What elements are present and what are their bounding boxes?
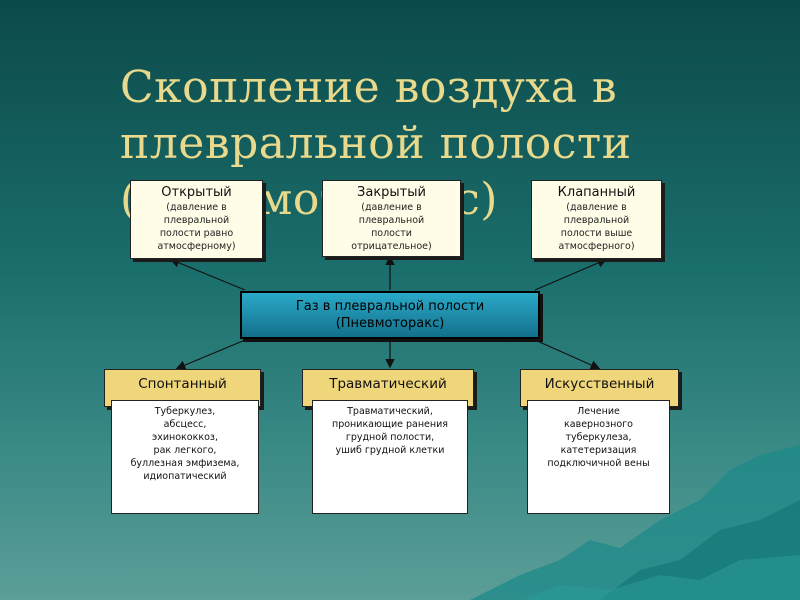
cause-item: идиопатический <box>143 471 227 482</box>
arrow-to-valve <box>534 258 608 291</box>
cause-item: туберкулеза, <box>565 432 632 443</box>
cause-item: абсцесс, <box>163 419 207 430</box>
cause-item: буллезная эмфизема, <box>130 458 240 469</box>
type-box-closed: Закрытый (давление в плевральной полости… <box>322 180 461 257</box>
cause-item: Туберкулез, <box>154 406 216 417</box>
center-line-1: Газ в плевральной полости <box>295 299 485 314</box>
cause-item: рак легкого, <box>153 445 217 456</box>
cause-name: Спонтанный <box>138 376 227 392</box>
cause-name: Травматический <box>329 376 447 392</box>
title-line-2: плевральной полости <box>120 118 632 169</box>
type-desc-line: атмосферного) <box>558 241 635 252</box>
cause-item: подключичной вены <box>547 458 650 469</box>
type-desc-line: плевральной <box>563 215 630 226</box>
cause-item: проникающие ранения <box>332 419 448 430</box>
center-line-2: (Пневмоторакс) <box>335 316 445 331</box>
type-desc-line: (давление в <box>166 202 227 213</box>
title-line-1: Скопление воздуха в <box>120 62 618 113</box>
cause-details-artificial: Лечение кавернозного туберкулеза, катете… <box>527 400 670 514</box>
type-name: Клапанный <box>557 185 636 200</box>
type-desc-line: атмосферному) <box>157 241 236 252</box>
arrow-to-spontaneous <box>175 339 246 370</box>
center-box-pneumothorax: Газ в плевральной полости (Пневмоторакс) <box>240 291 540 339</box>
type-desc-line: отрицательное) <box>351 241 432 252</box>
arrow-to-artificial <box>534 339 601 370</box>
type-desc-line: плевральной <box>358 215 425 226</box>
cause-item: ушиб грудной клетки <box>335 445 445 456</box>
type-desc-line: (давление в <box>566 202 627 213</box>
type-box-valve: Клапанный (давление в плевральной полост… <box>531 180 662 259</box>
cause-item: грудной полости, <box>345 432 435 443</box>
type-desc-line: полости выше <box>560 228 633 239</box>
type-box-open: Открытый (давление в плевральной полости… <box>130 180 263 259</box>
arrow-to-open <box>169 258 246 291</box>
type-name: Закрытый <box>357 185 426 200</box>
type-desc-line: полости <box>371 228 412 239</box>
cause-item: катетеризация <box>560 445 637 456</box>
type-name: Открытый <box>161 185 232 200</box>
cause-details-spontaneous: Туберкулез, абсцесс, эхинококкоз, рак ле… <box>111 400 259 514</box>
type-desc-line: плевральной <box>163 215 230 226</box>
cause-item: Травматический, <box>347 406 433 417</box>
cause-item: Лечение <box>577 406 620 417</box>
cause-name: Искусственный <box>544 376 655 392</box>
type-desc-line: (давление в <box>361 202 422 213</box>
type-desc-line: полости равно <box>159 228 234 239</box>
cause-details-traumatic: Травматический, проникающие ранения груд… <box>312 400 468 514</box>
cause-item: эхинококкоз, <box>152 432 218 443</box>
cause-item: кавернозного <box>564 419 633 430</box>
